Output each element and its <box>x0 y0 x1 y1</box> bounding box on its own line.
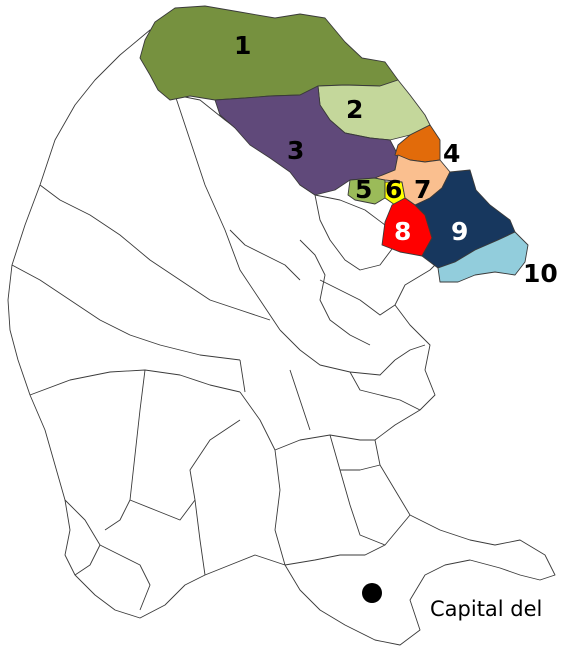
region-label-9: 9 <box>451 217 468 246</box>
region-label-8: 8 <box>394 217 411 246</box>
region-label-5: 5 <box>355 175 372 204</box>
state-outline <box>7 29 556 646</box>
capital-legend-label: Capital del <box>430 597 543 621</box>
region-label-10: 10 <box>523 259 558 288</box>
region-label-4: 4 <box>443 139 460 168</box>
municipal-boundaries <box>11 94 426 611</box>
region-10[interactable] <box>437 231 529 283</box>
region-label-2: 2 <box>346 95 363 124</box>
capital-marker-icon <box>362 583 382 603</box>
region-label-7: 7 <box>414 175 431 204</box>
region-label-6: 6 <box>385 175 402 204</box>
region-label-3: 3 <box>287 136 304 165</box>
region-label-1: 1 <box>234 31 251 60</box>
